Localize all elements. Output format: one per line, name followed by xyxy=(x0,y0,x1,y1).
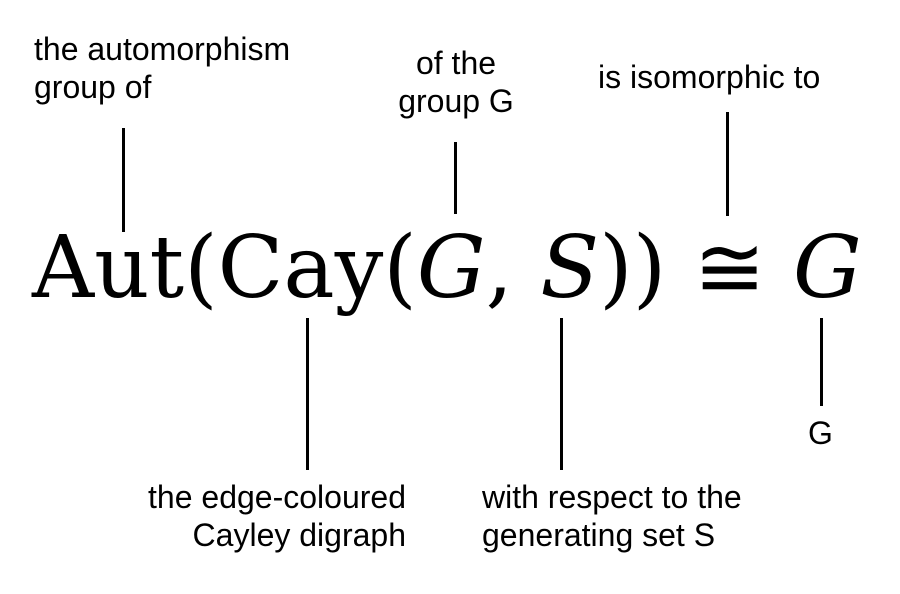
annotation-line-2: generating set S xyxy=(482,517,716,553)
connector-line-cay xyxy=(306,318,309,470)
annotation-generating-set: with respect to the generating set S xyxy=(482,478,742,554)
annotation-automorphism-group: the automorphism group of xyxy=(34,30,290,106)
formula: Aut(Cay(G, S)) ≅ G xyxy=(32,218,862,318)
formula-group-g: G xyxy=(416,218,486,318)
connector-line-target xyxy=(820,318,823,406)
formula-aut: Aut xyxy=(32,218,185,318)
connector-line-iso xyxy=(726,112,729,216)
formula-rhs-g: G xyxy=(793,218,862,318)
formula-close-parens: )) xyxy=(599,218,667,318)
annotation-is-isomorphic: is isomorphic to xyxy=(598,58,820,96)
annotation-line-1: the edge-coloured xyxy=(148,479,406,515)
formula-comma: , xyxy=(485,218,541,318)
annotation-target-g: G xyxy=(808,414,833,452)
formula-open-paren: ( xyxy=(383,218,417,318)
formula-open-paren: ( xyxy=(184,218,218,318)
connector-line-set xyxy=(560,318,563,470)
annotation-line-1: with respect to the xyxy=(482,479,742,515)
annotation-line-1: G xyxy=(808,415,833,451)
annotation-line-1: is isomorphic to xyxy=(598,59,821,95)
formula-isomorphic-symbol: ≅ xyxy=(666,218,794,318)
formula-cay: Cay xyxy=(217,218,384,318)
connector-line-aut xyxy=(122,128,125,232)
connector-line-group xyxy=(454,142,457,214)
annotation-line-2: group G xyxy=(398,83,514,119)
annotation-cayley-digraph: the edge-coloured Cayley digraph xyxy=(88,478,406,554)
formula-set-s: S xyxy=(540,218,600,318)
annotation-line-2: Cayley digraph xyxy=(192,517,406,553)
annotation-line-1: of the xyxy=(415,45,497,81)
annotation-of-the-group: of the group G xyxy=(386,44,526,120)
annotation-line-1: the automorphism xyxy=(34,31,291,67)
annotation-line-2: group of xyxy=(34,69,152,105)
